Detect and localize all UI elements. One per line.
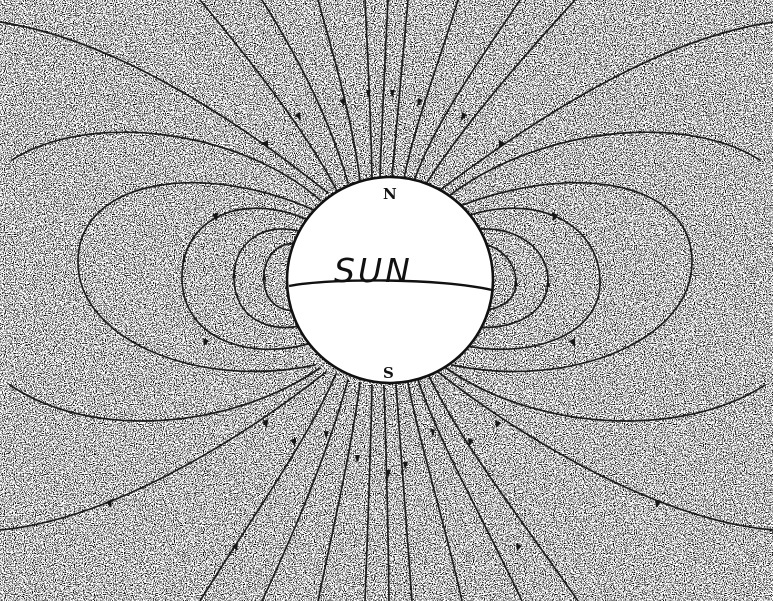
- sun: SUN N S: [287, 177, 493, 383]
- south-pole-label: S: [383, 364, 394, 382]
- sun-label: SUN: [334, 251, 413, 290]
- north-pole-label: N: [383, 185, 397, 203]
